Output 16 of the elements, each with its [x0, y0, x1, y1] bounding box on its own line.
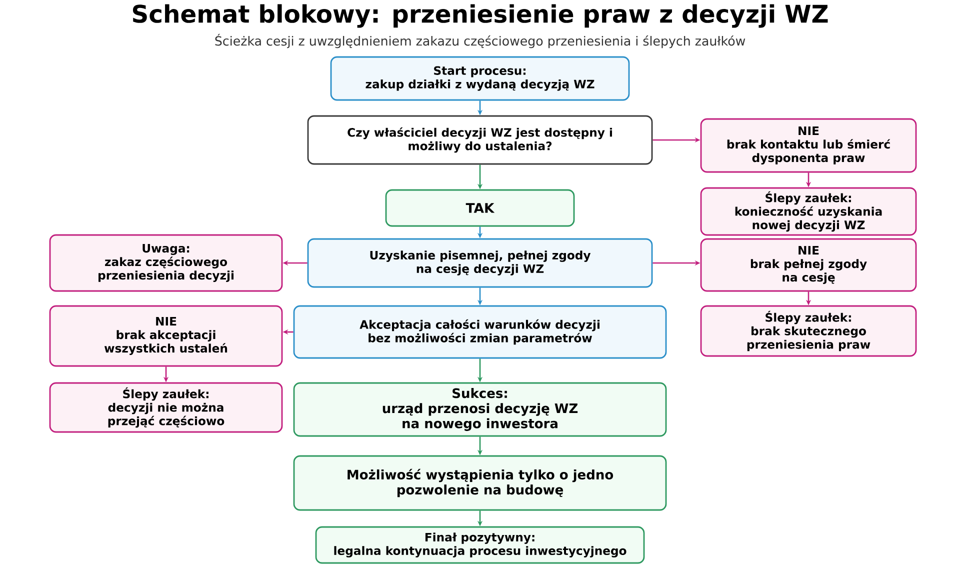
outcome-box: TAK — [385, 189, 575, 227]
alert-box: Uwaga: zakaz częściowego przeniesienia decyzji — [49, 234, 283, 292]
alert-box: NIE brak akceptacji wszystkich ustaleń — [49, 305, 283, 367]
process-box: Uzyskanie pisemnej, pełnej zgody na cesję decyzji WZ — [307, 238, 653, 288]
alert-box: Ślepy zaułek: decyzji nie można przejąć częściowo — [49, 382, 283, 433]
outcome-box: Możliwość wystąpienia tylko o jedno pozwolenie na budowę — [293, 455, 667, 511]
title: Schemat blokowy: przeniesienie praw z decyzji WZ — [132, 4, 828, 28]
alert-box: Ślepy zaułek: brak skutecznego przeniesienia praw — [700, 305, 917, 357]
process-box: Start procesu: zakup działki z wydaną decyzją WZ — [330, 56, 630, 101]
alert-box: NIE brak pełnej zgody na cesję — [700, 238, 917, 292]
outcome-box: Sukces: urząd przenosi decyzję WZ na nowego inwestora — [293, 382, 667, 437]
process-box: Akceptacja całości warunków decyzji bez możliwości zmian parametrów — [293, 305, 667, 359]
outcome-box: Finał pozytywny: legalna kontynuacja procesu inwestycyjnego — [315, 526, 645, 564]
alert-box: Ślepy zaułek: konieczność uzyskania nowej decyzji WZ — [700, 187, 917, 236]
alert-box: NIE brak kontaktu lub śmierć dysponenta praw — [700, 118, 917, 173]
decision-box: Czy właściciel decyzji WZ jest dostępny i możliwy do ustalenia? — [307, 115, 653, 165]
